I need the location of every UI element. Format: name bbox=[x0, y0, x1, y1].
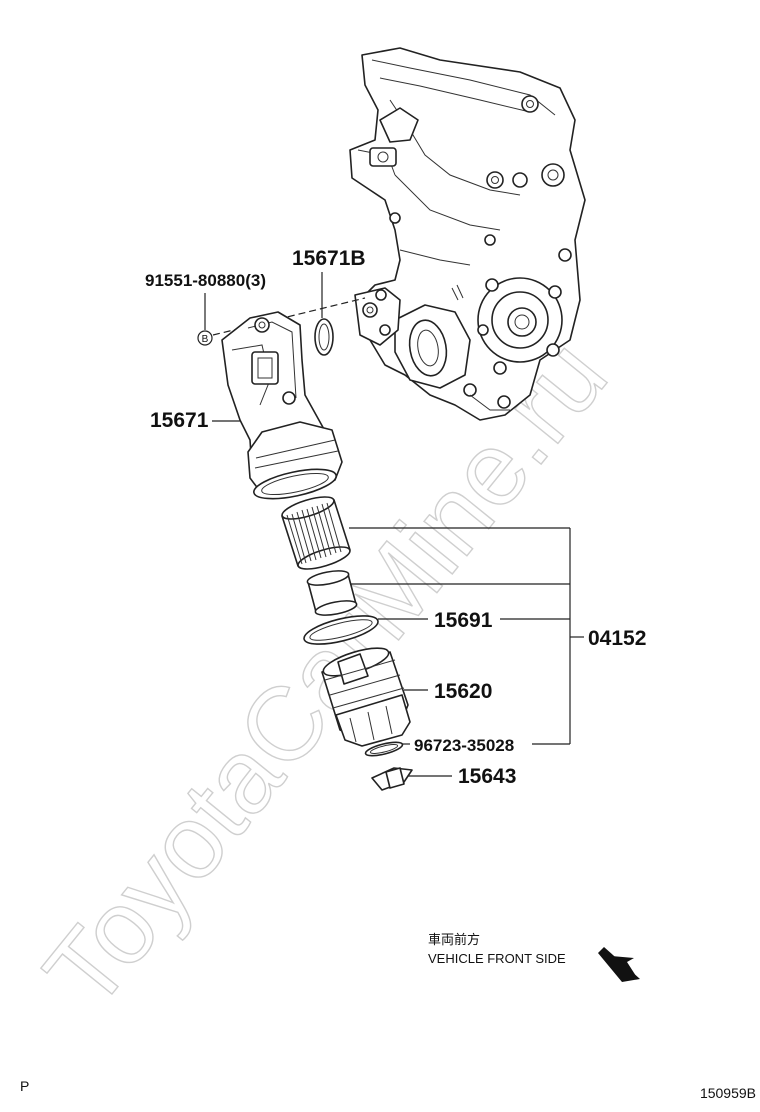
orientation-label-en: VEHICLE FRONT SIDE bbox=[428, 951, 566, 966]
part-number-04152: 04152 bbox=[588, 627, 646, 650]
diagram-id: 150959B bbox=[700, 1085, 756, 1101]
part-number-96723-35028: 96723-35028 bbox=[414, 736, 514, 755]
part-number-15643: 15643 bbox=[458, 765, 516, 788]
filter-kit-bracket: 04152 bbox=[569, 528, 646, 744]
filter-cap-15620: 15620 bbox=[321, 647, 492, 747]
filter-housing-15671: 15671 bbox=[150, 311, 343, 500]
drain-plug-15643: 15643 bbox=[371, 765, 516, 791]
part-number-15691: 15691 bbox=[434, 609, 493, 632]
filter-element bbox=[281, 496, 570, 570]
corner-mark: P bbox=[20, 1078, 29, 1094]
orientation-label-jp: 車両前方 bbox=[428, 932, 480, 947]
part-number-15671: 15671 bbox=[150, 409, 209, 432]
orientation-note: 車両前方 VEHICLE FRONT SIDE bbox=[428, 932, 640, 982]
bolt-marker-letter: B bbox=[202, 334, 209, 345]
part-number-15620: 15620 bbox=[434, 680, 492, 703]
timing-cover-illustration bbox=[349, 47, 586, 421]
filter-sleeve bbox=[306, 570, 570, 616]
bolt-marker-circle bbox=[197, 330, 213, 346]
arrow-down-right-icon bbox=[598, 947, 640, 982]
gasket-15671b: 15671B bbox=[292, 247, 366, 356]
oring-15691: 15691 bbox=[303, 609, 570, 645]
oring-96723-35028: 96723-35028 bbox=[364, 736, 570, 757]
part-number-15671b: 15671B bbox=[292, 247, 366, 270]
part-number-91551-80880: 91551-80880(3) bbox=[145, 271, 266, 290]
